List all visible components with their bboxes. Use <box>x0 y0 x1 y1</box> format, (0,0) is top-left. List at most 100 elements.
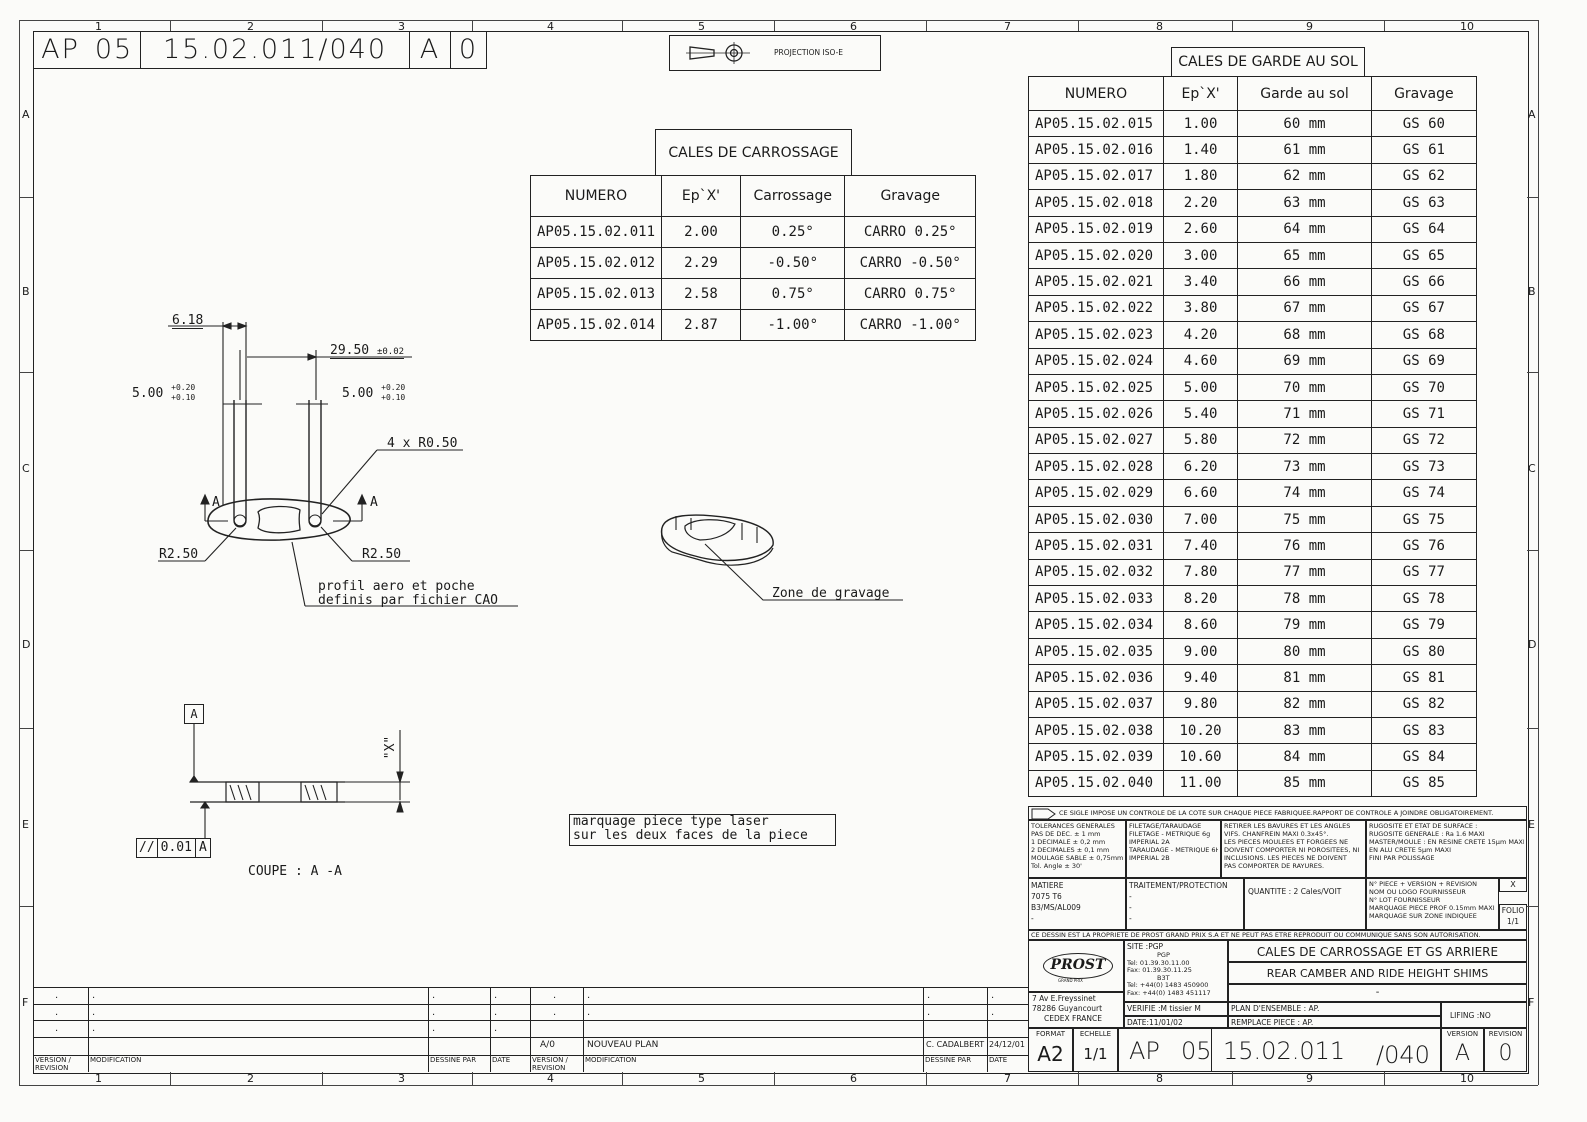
revision-placeholder: . <box>927 1007 931 1018</box>
table-cell: AP05.15.02.026 <box>1028 400 1164 428</box>
table-cell: 4.60 <box>1162 347 1239 375</box>
table-cell: 10.20 <box>1162 716 1239 745</box>
table-cell: GS 79 <box>1370 611 1478 639</box>
table-cell: 68 mm <box>1237 321 1372 349</box>
revision-divider <box>490 987 491 1072</box>
zone-bottom-10: 10 <box>1460 1072 1474 1085</box>
revision-placeholder: . <box>991 1007 995 1018</box>
zone-right-F: F <box>1528 996 1535 1009</box>
logo-text: PROST <box>1050 957 1106 973</box>
table-cell: 79 mm <box>1237 611 1372 639</box>
table-cell: 70 mm <box>1237 373 1372 402</box>
outer-left-rule <box>19 20 20 1085</box>
fcf-value: 0.01 <box>158 839 196 857</box>
date-text: DATE:11/01/02 <box>1127 1018 1183 1027</box>
table-cell: 63 mm <box>1237 189 1372 217</box>
table-cell: 62 mm <box>1237 162 1372 191</box>
dim-4xr050: 4 x R0.50 <box>387 436 458 451</box>
table-cell: AP05.15.02.027 <box>1028 426 1164 455</box>
table-cell: 8.20 <box>1162 585 1239 613</box>
version-value: A <box>1454 1041 1471 1066</box>
revision-divider <box>428 987 429 1072</box>
zone-bottom-2: 2 <box>247 1072 254 1085</box>
note-line: TARAUDAGE - METRIQUE 6H <box>1129 846 1218 854</box>
table-cell: GS 71 <box>1370 400 1478 428</box>
revision-placeholder: . <box>92 1007 96 1018</box>
zone-right-B: B <box>1528 285 1536 298</box>
section-marker-a-right: A <box>370 495 378 510</box>
zone-right-E: E <box>1528 818 1535 831</box>
table-cell: AP05.15.02.022 <box>1028 294 1164 323</box>
revision-placeholder: . <box>55 1023 59 1034</box>
revision-placeholder: . <box>432 1007 436 1018</box>
ruler-tick <box>926 1072 927 1085</box>
ruler-tick <box>1078 1072 1079 1085</box>
address-1: 7 Av E.Freyssinet <box>1032 994 1096 1003</box>
table-cell: 0.75° <box>740 278 846 310</box>
dim-5-00-left-value: 5.00 <box>132 386 164 401</box>
tb-05: 05 <box>1181 1037 1212 1065</box>
ruler-tick <box>1527 197 1538 198</box>
note-line: RETIRER LES BAVURES ET LES ANGLES <box>1224 822 1351 830</box>
revision-header-ver_lbl: VERSION / REVISION <box>532 1056 568 1072</box>
verifie-cell: VERIFIE :M tissier M <box>1124 1002 1228 1016</box>
revision-placeholder: . <box>494 1007 498 1018</box>
ruler-tick <box>472 20 473 31</box>
table-cell: 7.00 <box>1162 505 1239 534</box>
plan-cell: PLAN D'ENSEMBLE : AP. <box>1228 1002 1441 1016</box>
table-cell: GS 84 <box>1370 743 1478 771</box>
revision-entry-date: 24/12/01 <box>989 1040 1025 1049</box>
ruler-tick <box>19 197 33 198</box>
note-line: LES PIECES MOULEES ET FORGEES NE <box>1224 838 1349 846</box>
zone-top-1: 1 <box>95 20 102 33</box>
zone-top-9: 9 <box>1306 20 1313 33</box>
revision-header-dess_lbl: DESSINE PAR <box>925 1056 972 1064</box>
coupe-label: COUPE : A -A <box>248 864 342 879</box>
table-cell: 75 mm <box>1237 505 1372 534</box>
table-cell: AP05.15.02.028 <box>1028 453 1164 481</box>
table-cell: 5.80 <box>1162 426 1239 455</box>
zone-top-8: 8 <box>1156 20 1163 33</box>
ruler-tick <box>774 20 775 31</box>
table-cell: 80 mm <box>1237 637 1372 666</box>
note-line: FILETAGE/TARAUDAGE <box>1129 822 1202 830</box>
table-cell: 2.58 <box>660 278 742 310</box>
lifing-text: LIFING :NO <box>1450 1011 1491 1020</box>
x-mark-cell: X <box>1499 878 1527 892</box>
matiere-2: B3/MS/AL009 <box>1031 903 1081 912</box>
table-cell: CARRO 0.75° <box>844 278 976 310</box>
table-cell: GS 82 <box>1370 690 1478 718</box>
zone-left-C: C <box>22 462 30 475</box>
profil-note-2: definis par fichier CAO <box>318 593 499 608</box>
revision-placeholder: . <box>553 990 557 1001</box>
column-header: NUMERO <box>530 175 662 217</box>
note-line: 1 DECIMALE ± 0,2 mm <box>1031 838 1106 846</box>
table-cell: 81 mm <box>1237 664 1372 692</box>
table-cell: 8.60 <box>1162 611 1239 639</box>
projection-symbol-icon <box>686 42 750 64</box>
table-cell: 1.80 <box>1162 162 1239 191</box>
zone-top-6: 6 <box>850 20 857 33</box>
ruler-tick <box>170 1072 171 1085</box>
note-line: FILETAGE - METRIQUE 6g <box>1129 830 1211 838</box>
table-cell: GS 68 <box>1370 321 1478 349</box>
table-cell: GS 60 <box>1370 109 1478 138</box>
b3t-tel: Tel: +44(0) 1483 450900 <box>1127 981 1209 989</box>
title-en: REAR CAMBER AND RIDE HEIGHT SHIMS <box>1266 967 1489 980</box>
revision-placeholder: . <box>92 1023 96 1034</box>
table-cell: 85 mm <box>1237 769 1372 798</box>
table-cell: 9.00 <box>1162 637 1239 666</box>
echelle-label: ECHELLE <box>1079 1030 1112 1038</box>
revision-divider <box>88 987 89 1072</box>
